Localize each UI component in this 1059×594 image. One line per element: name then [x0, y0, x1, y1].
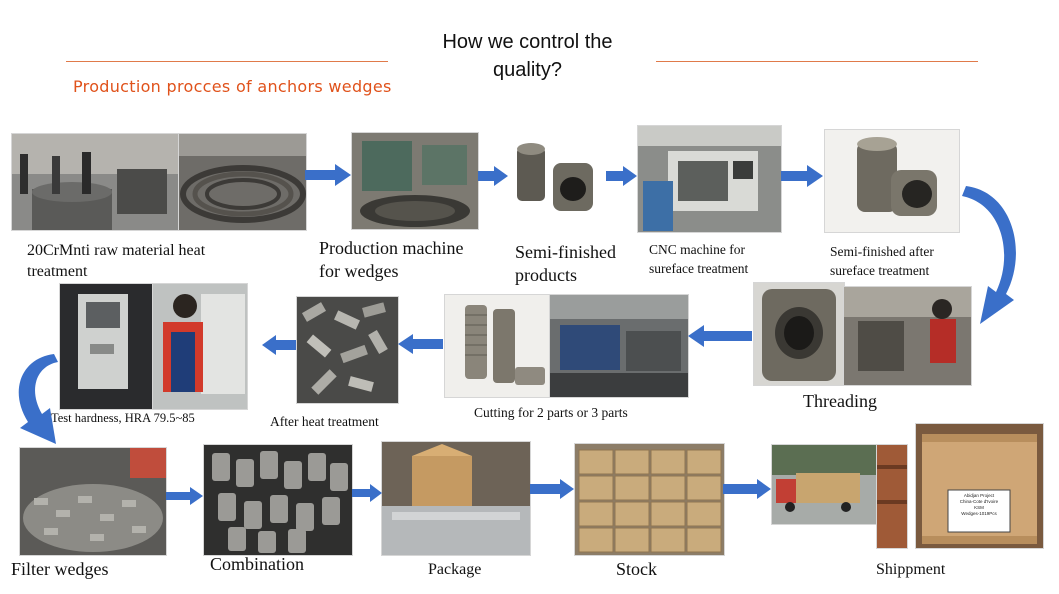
title-rule-left: [66, 61, 388, 62]
curved-arrow-icon: [18, 354, 58, 444]
raw-material-photo-2: [178, 133, 307, 231]
production-machine-photo: [351, 132, 479, 230]
label-cnc-machine: CNC machine for sureface treatment: [649, 242, 749, 276]
label-raw-material: 20CrMnti raw material heat treatment: [27, 242, 206, 280]
label-production-machine: Production machine for wedges: [319, 238, 464, 281]
shipping-stack-photo: [876, 444, 908, 549]
right-arrow-icon: [305, 164, 351, 186]
label-cutting: Cutting for 2 parts or 3 parts: [474, 405, 628, 420]
shipping-truck-photo: [771, 444, 895, 525]
label-filter: Filter wedges: [11, 559, 109, 579]
right-arrow-icon: [166, 487, 203, 505]
label-test-hardness: Test hardness, HRA 79.5~85: [51, 411, 195, 425]
semi-finished-after-photo: [824, 129, 960, 233]
label-package: Package: [428, 561, 482, 578]
right-arrow-icon: [352, 484, 382, 502]
right-arrow-icon: [530, 479, 574, 499]
raw-material-photo-1: [11, 133, 180, 231]
label-threading: Threading: [803, 391, 877, 411]
threading-parts-photo: [753, 282, 845, 386]
label-shippment: Shippment: [876, 561, 946, 578]
label-after-heat: After heat treatment: [270, 414, 379, 429]
package-photo: [381, 441, 531, 556]
right-arrow-icon: [781, 165, 823, 187]
combination-photo: [203, 444, 353, 556]
filter-wedges-photo: [19, 447, 167, 556]
label-combination: Combination: [210, 554, 304, 574]
crate-label: Abidjan Project China-Cote d'Ivoire KSM …: [959, 493, 999, 516]
right-arrow-icon: [723, 479, 771, 499]
cutting-machine-photo: [549, 294, 689, 398]
left-arrow-icon: [398, 334, 443, 354]
label-stock: Stock: [616, 559, 658, 579]
hardness-operator-photo: [152, 283, 248, 410]
curved-arrow-icon: [962, 186, 1016, 324]
cutting-parts-photo: [444, 294, 550, 398]
left-arrow-icon: [262, 335, 296, 355]
threading-machine-photo: [843, 286, 972, 386]
label-semi-finished: Semi-finished products: [515, 242, 616, 285]
semi-finished-photo: [507, 133, 603, 221]
cnc-machine-photo: [637, 125, 782, 233]
after-heat-photo: [296, 296, 399, 404]
right-arrow-icon: [478, 166, 508, 186]
stock-photo: [574, 443, 725, 556]
left-arrow-icon: [688, 325, 752, 347]
shipping-crate-photo: Abidjan Project China-Cote d'Ivoire KSM …: [915, 423, 1044, 549]
title-rule-right: [656, 61, 978, 62]
hardness-tester-photo: [59, 283, 153, 410]
label-semi-finished-after: Semi-finished after sureface treatment: [830, 244, 934, 278]
page-subtitle: Production procces of anchors wedges: [73, 77, 392, 96]
right-arrow-icon: [606, 166, 637, 186]
page-title: How we control the quality?: [442, 31, 613, 81]
